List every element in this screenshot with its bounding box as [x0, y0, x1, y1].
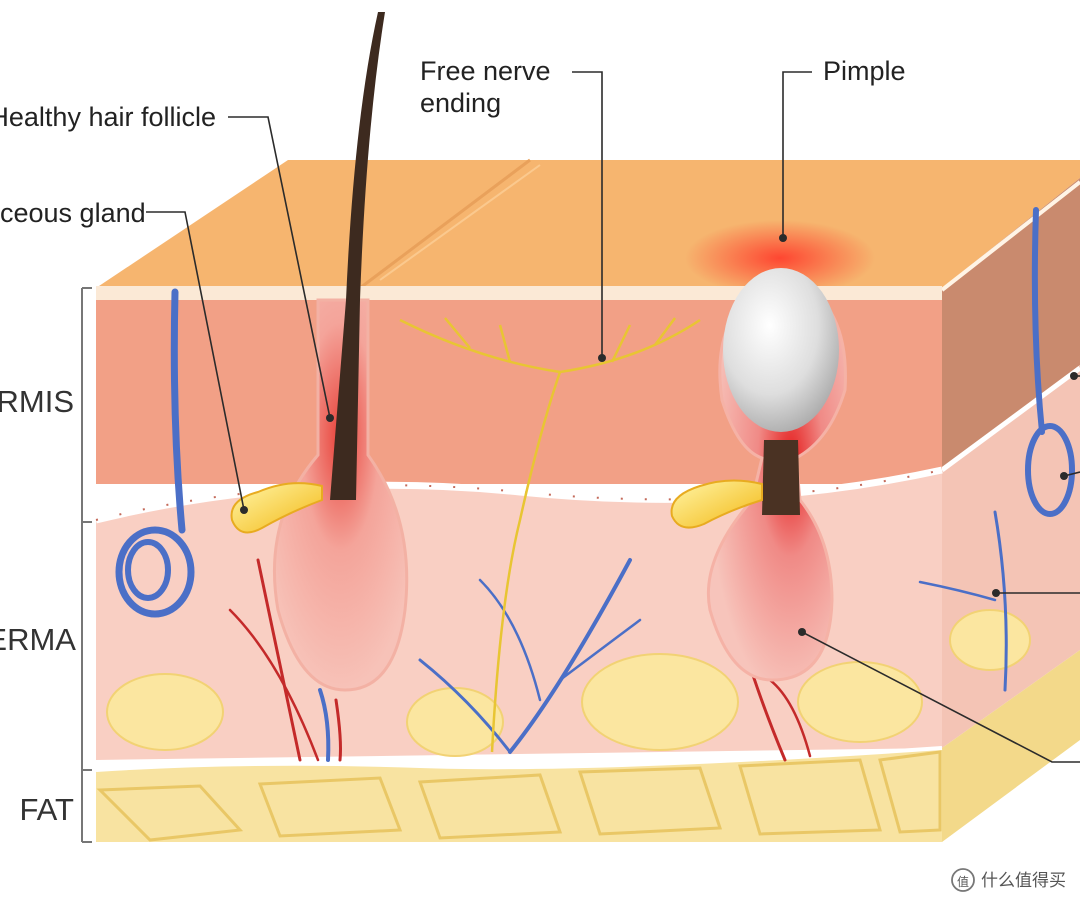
watermark-text: 什么值得买 [981, 871, 1066, 890]
fat-cells [96, 750, 942, 842]
pus-sac [723, 268, 839, 432]
watermark: 值 什么值得买 [951, 868, 1066, 892]
label-sebaceous-gland: ceous gland [0, 198, 146, 228]
side-membrane [940, 365, 1080, 473]
side-top-edge [940, 180, 1080, 292]
leader-pimple [782, 71, 812, 238]
leader-dot-right-coil [1060, 472, 1068, 480]
pimple-sebaceous-gland [670, 479, 763, 529]
leader-dot-sebaceous-gland [240, 506, 248, 514]
leader-free-nerve [572, 71, 603, 358]
epidermis-side [942, 178, 1080, 470]
skin-surface-crease-2 [379, 164, 541, 281]
leader-sebaceous-gland [146, 211, 245, 511]
basement-membrane [95, 466, 943, 524]
sweat-gland [115, 207, 1075, 618]
leader-dot-pimple-base [798, 628, 806, 636]
leader-dot-hair-follicle [326, 414, 334, 422]
leader-dot-right-nerve [992, 589, 1000, 597]
fat-boundary [95, 746, 943, 772]
label-healthy-hair-follicle: Healthy hair follicle [0, 102, 216, 132]
fat-side [942, 650, 1080, 842]
leader-dot-pimple [779, 234, 787, 242]
label-pimple: Pimple [823, 56, 906, 86]
blood-vessels [228, 510, 1008, 762]
leader-dot-free-nerve [598, 354, 606, 362]
layer-label-fat: FAT [19, 792, 74, 827]
label-free-nerve-ending-line2: ending [420, 88, 501, 118]
leader-hair-follicle [228, 116, 331, 419]
layer-label-derma: ERMA [0, 622, 76, 657]
pimple-hair-plug [762, 440, 800, 515]
dermal-fat-lobules [106, 609, 1031, 757]
sebaceous-gland [230, 482, 323, 534]
label-free-nerve-ending-line1: Free nerve [420, 56, 551, 86]
hair-shaft [330, 12, 385, 500]
nerve-fiber [399, 317, 701, 753]
leader-dot-right-top [1070, 372, 1078, 380]
watermark-logo-glyph: 值 [957, 874, 969, 889]
layer-label-epidermis: RMIS [0, 384, 74, 419]
skin-surface-top [96, 160, 1080, 288]
fat-front [96, 748, 942, 842]
skin-surface-crease [359, 158, 531, 290]
leader-pimple-base [801, 631, 1080, 763]
watermark-logo-icon [951, 868, 975, 892]
skin-top-edge [96, 286, 942, 300]
layer-bracket [81, 287, 92, 843]
pimple-surface-glow [685, 220, 875, 296]
